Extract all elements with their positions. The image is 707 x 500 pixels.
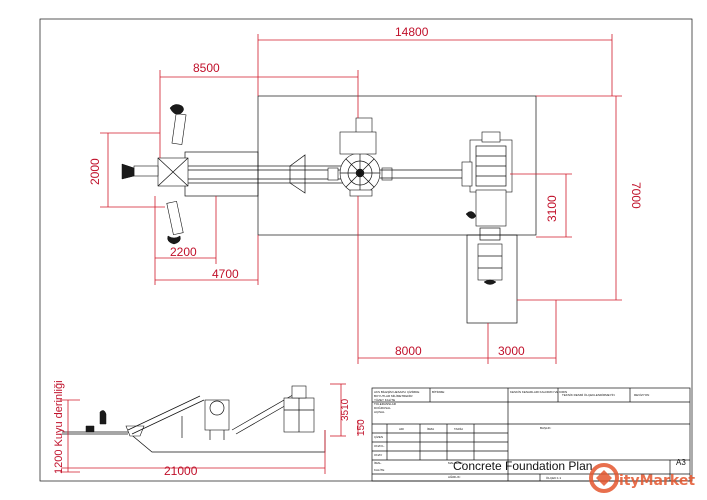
feeder-bottom	[166, 200, 184, 236]
note-line-6: AÇISAL	[374, 410, 385, 414]
conveyor-trench	[184, 151, 259, 197]
role-approved: ONAY	[374, 453, 382, 457]
grid-header-name: ADI	[399, 427, 404, 431]
title-block: AKS BİLEŞİM HESAPLI ÇİZİMDE BOYUTLAR MİL…	[371, 387, 691, 482]
drawing-title: Concrete Foundation Plan	[453, 459, 592, 473]
sheet-size: A3	[676, 458, 686, 467]
elev-hopper	[125, 425, 145, 437]
role-manufacture: İMAL.	[374, 460, 382, 465]
mixer-unit	[327, 117, 393, 197]
feeder-top	[171, 113, 187, 145]
weight-label: AĞIRLIK:	[448, 474, 461, 479]
dim-total-width: 14800	[395, 25, 429, 39]
elevation-view: 1200 Kuyu derinliği 21000 3510 150	[53, 380, 367, 478]
finish-label: BİTİRME:	[432, 389, 445, 394]
dim-left-height: 2000	[88, 158, 102, 185]
sheet-border	[39, 18, 693, 482]
note-line-1: AKS BİLEŞİM HESAPLI ÇİZİMDE	[374, 389, 419, 394]
dim-bottom-left-a: 2200	[170, 245, 197, 259]
watermark-brand: ityMarket	[619, 473, 695, 489]
scale-label: ÖLÇEK:1:1	[546, 476, 562, 480]
material-label: MALZEME:	[448, 461, 464, 465]
note-line-4: TOLERANSLAR	[374, 402, 397, 406]
grid-header-date: TARİH	[454, 426, 463, 431]
dim-small-offset: 150	[356, 419, 367, 436]
dim-bottom-right-a: 8000	[395, 344, 422, 358]
foundation-pit-bottom	[466, 234, 518, 324]
edge-label: KESKİN KENARLARI KALDIRIN VE KIRIN	[510, 389, 567, 394]
dim-bottom-left-b: 4700	[212, 267, 239, 281]
no-scale-label: TEKNİK RESMİ ÖLÇEKLENDİRMEYİN	[562, 392, 615, 397]
note-line-2: BOYUTLAR MİLİMETREDİR	[374, 393, 413, 398]
grid-header-sign: İMZA	[427, 426, 434, 431]
feed-truck	[133, 165, 159, 177]
dim-overall-length: 21000	[164, 464, 198, 478]
incline-conveyor	[289, 154, 306, 194]
dim-elev-height: 3510	[340, 398, 351, 421]
role-quality: KALİTE	[374, 467, 384, 472]
dim-right-height: 7000	[629, 182, 643, 209]
title-label: BAŞLIK:	[540, 426, 552, 430]
block-machine	[465, 131, 513, 285]
plan-view: 14800 8500 2000 7000 3100 2200 4700 8000…	[88, 25, 643, 364]
citymarket-logo: ityMarket	[589, 463, 695, 493]
note-line-3: YÜZEY KALİTE	[374, 397, 395, 402]
conveyor-belt-top	[184, 165, 346, 184]
role-drawn: ÇİZEN	[374, 434, 383, 439]
role-checked: ONAYL.	[374, 444, 385, 448]
dim-left-width: 8500	[193, 61, 220, 75]
dim-depth-label: 1200 Kuyu derinliği	[53, 380, 65, 474]
note-line-5: DOĞRUSAL	[374, 405, 391, 410]
revision-label: REVİZYON	[634, 392, 649, 397]
dim-bottom-right-b: 3000	[498, 344, 525, 358]
dim-mid-height: 3100	[545, 195, 559, 222]
